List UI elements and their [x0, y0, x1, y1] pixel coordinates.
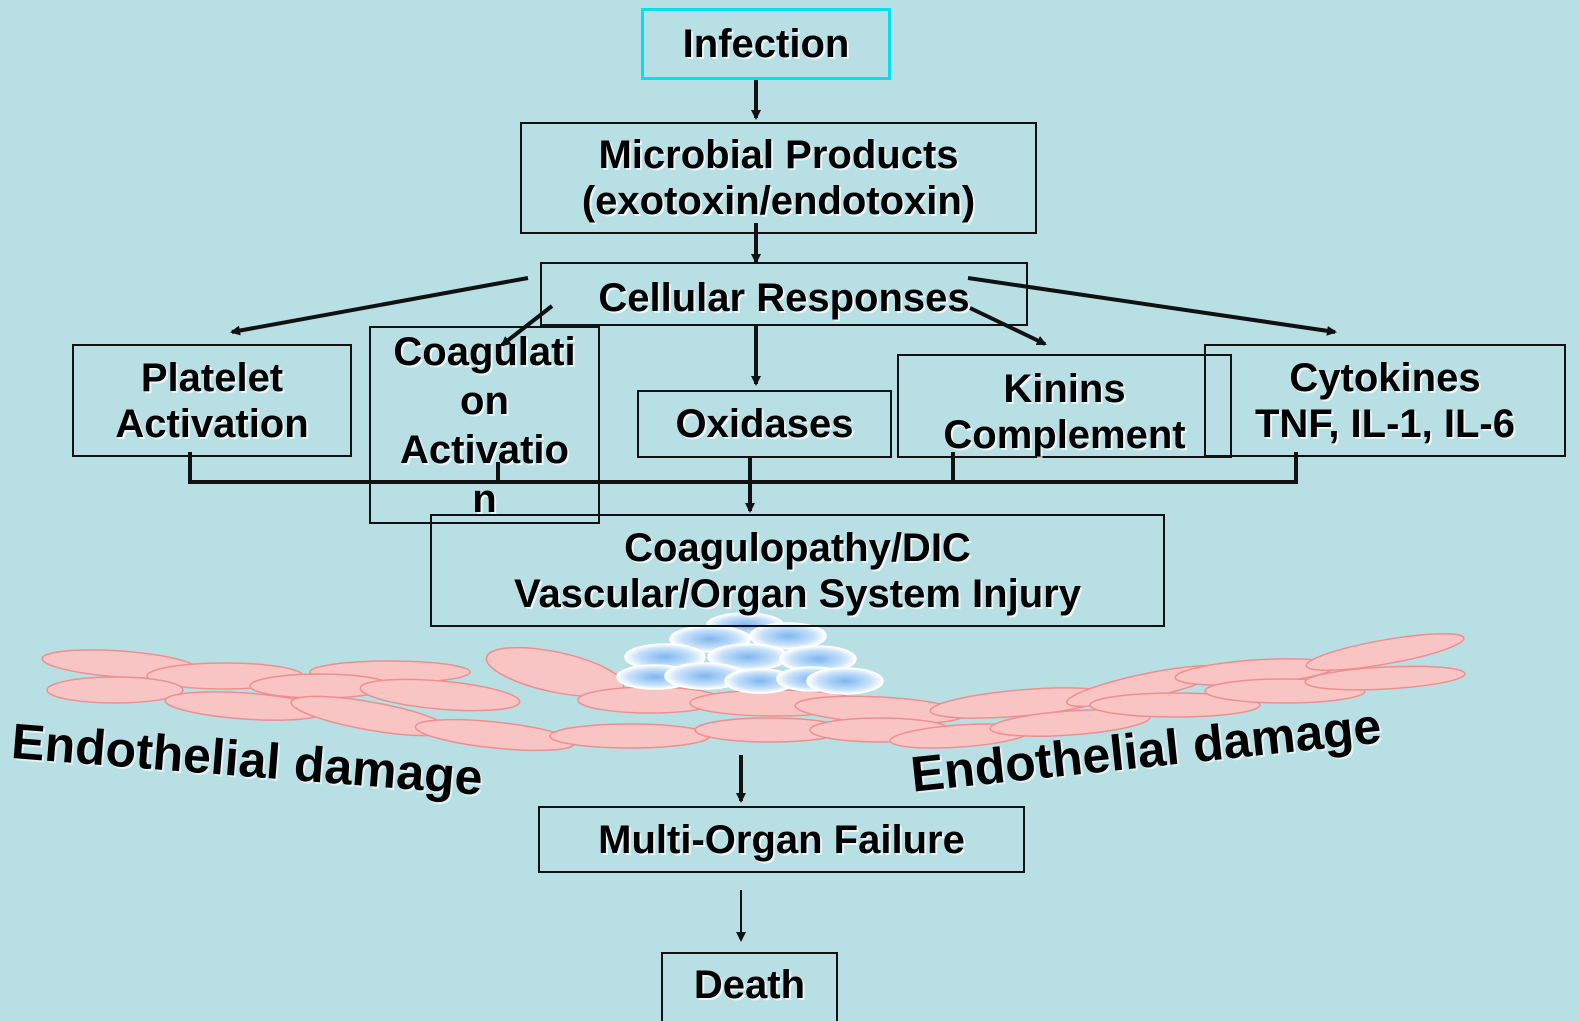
platelet-activation-node: Platelet Activation [72, 344, 352, 457]
coagulopathy-node: Coagulopathy/DIC Vascular/Organ System I… [430, 514, 1165, 627]
platelet-activation-label: Platelet Activation [115, 355, 308, 447]
oxidases-label: Oxidases [676, 401, 854, 447]
infection-node: Infection [641, 8, 891, 80]
death-node: Death [661, 952, 838, 1021]
kinins-complement-label: Kinins Complement [943, 366, 1185, 458]
coagulation-activation-label: Coagulati on Activatio n [393, 328, 575, 524]
microbial-products-node: Microbial Products (exotoxin/endotoxin) [520, 122, 1037, 234]
cellular-responses-node: Cellular Responses [540, 262, 1028, 326]
cellular-responses-label: Cellular Responses [598, 275, 969, 321]
infection-label: Infection [683, 21, 850, 67]
death-label: Death [694, 962, 805, 1008]
coagulation-activation-node: Coagulati on Activatio n [369, 326, 600, 524]
multi-organ-failure-label: Multi-Organ Failure [598, 817, 965, 863]
cytokines-node: Cytokines TNF, IL-1, IL-6 [1204, 344, 1566, 457]
oxidases-node: Oxidases [637, 390, 892, 458]
kinins-complement-node: Kinins Complement [897, 354, 1232, 458]
microbial-products-label: Microbial Products (exotoxin/endotoxin) [582, 132, 975, 224]
multi-organ-failure-node: Multi-Organ Failure [538, 806, 1025, 873]
arrow-cellular-to-platelet [232, 278, 528, 332]
cytokines-label: Cytokines TNF, IL-1, IL-6 [1255, 355, 1515, 447]
coagulopathy-label: Coagulopathy/DIC Vascular/Organ System I… [514, 525, 1081, 617]
